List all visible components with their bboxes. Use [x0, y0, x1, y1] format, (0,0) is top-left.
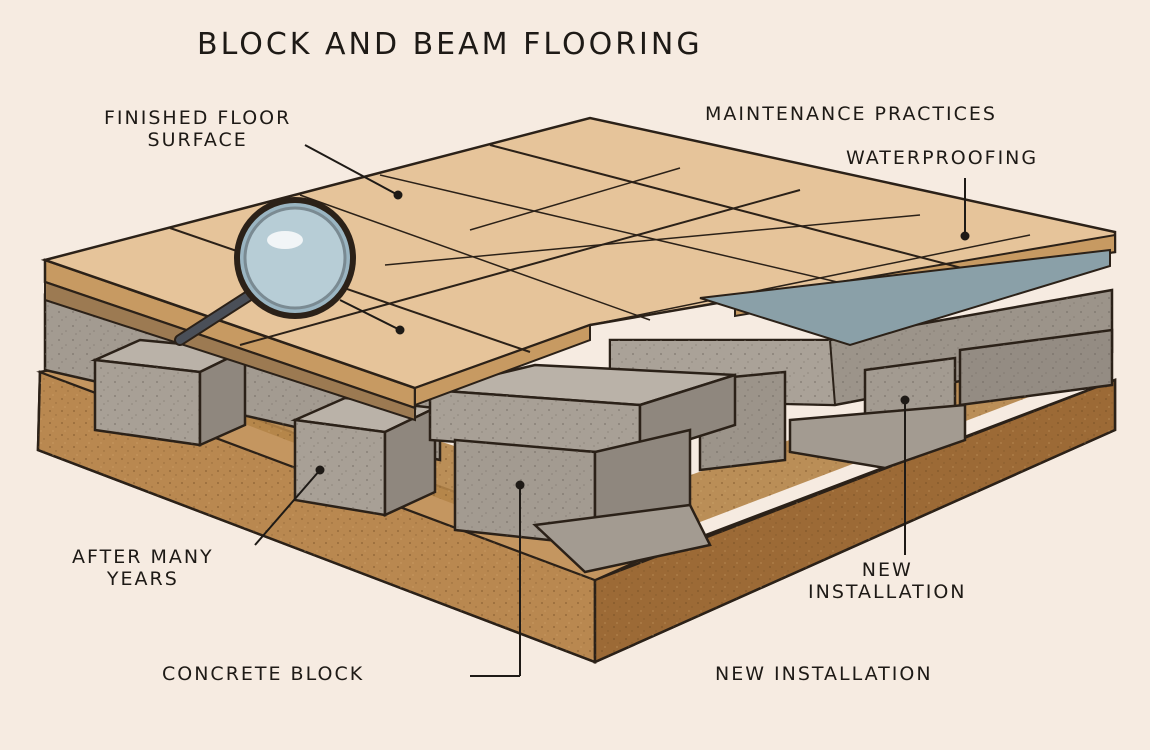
concrete-block-front-center — [428, 363, 737, 574]
label-waterproofing: WATERPROOFING — [846, 147, 1039, 169]
label-finished-floor-line1: FINISHED FLOOR — [104, 107, 292, 129]
label-new-installation-right-line1: NEW — [861, 559, 913, 581]
concrete-block-front-left — [90, 338, 250, 447]
waterproofing-membrane — [699, 248, 1111, 347]
leader-lines — [254, 144, 970, 677]
label-new-installation-bottom: NEW INSTALLATION — [715, 663, 933, 685]
label-new-installation-right: NEW INSTALLATION — [808, 559, 967, 604]
magnifying-glass-icon — [174, 197, 356, 346]
label-after-many-line2: YEARS — [106, 567, 179, 590]
label-after-many-years: AFTER MANY YEARS — [72, 546, 214, 591]
label-finished-floor: FINISHED FLOOR SURFACE — [104, 107, 292, 152]
diagram-title: BLOCK AND BEAM FLOORING — [197, 27, 703, 62]
label-finished-floor-line2: SURFACE — [147, 128, 248, 151]
label-new-installation-right-line2: INSTALLATION — [808, 580, 967, 603]
label-concrete-block: CONCRETE BLOCK — [162, 663, 365, 685]
label-maintenance-practices: MAINTENANCE PRACTICES — [705, 103, 997, 125]
label-after-many-line1: AFTER MANY — [72, 546, 214, 568]
